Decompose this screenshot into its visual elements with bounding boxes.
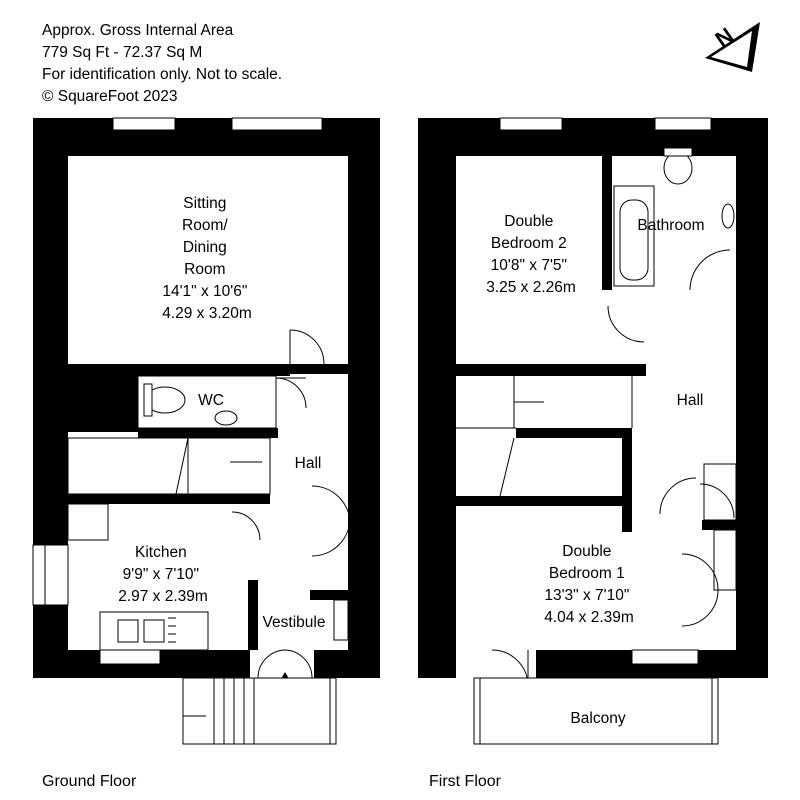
room-label-bedroom-2: Double Bedroom 2 10'8" x 7'5" 3.25 x 2.2…: [486, 213, 576, 296]
ground-floor-plan: [32, 117, 380, 745]
ff-west-wall: [418, 118, 456, 678]
ff-window: [654, 117, 712, 131]
ff-east-wall: [736, 118, 768, 678]
area-values: 779 Sq Ft - 72.37 Sq M: [42, 44, 203, 61]
room-label-bedroom-1: Double Bedroom 1 13'3" x 7'10" 4.04 x 2.…: [544, 543, 634, 626]
gf-north-wall: [33, 118, 380, 156]
room-label-sitting-room: Sitting Room/ Dining Room 14'1" x 10'6" …: [162, 195, 252, 322]
room-label-bathroom: Bathroom: [637, 217, 704, 234]
room-label-ff-hall: Hall: [677, 392, 704, 409]
first-floor-label: First Floor: [429, 773, 501, 790]
disclaimer: For identification only. Not to scale.: [42, 66, 283, 83]
gf-south-wall: [33, 650, 380, 678]
plan-header: Approx. Gross Internal Area 779 Sq Ft - …: [42, 20, 282, 108]
front-steps: [182, 677, 334, 745]
ground-floor-label: Ground Floor: [42, 773, 137, 790]
area-title: Approx. Gross Internal Area: [42, 22, 234, 39]
room-label-balcony: Balcony: [570, 710, 625, 727]
gf-window: [112, 117, 176, 131]
room-label-wc: WC: [198, 392, 224, 409]
room-label-vestibule: Vestibule: [263, 614, 326, 631]
gf-east-wall: [348, 118, 380, 678]
first-floor-plan: [418, 117, 768, 745]
balcony-outline: [473, 677, 719, 745]
gf-window: [231, 117, 323, 131]
north-arrow-icon: N: [705, 22, 760, 72]
copyright: © SquareFoot 2023: [42, 88, 178, 105]
room-label-gf-hall: Hall: [295, 455, 322, 472]
ff-window: [499, 117, 563, 131]
room-label-kitchen: Kitchen 9'9" x 7'10" 2.97 x 2.39m: [118, 544, 208, 605]
